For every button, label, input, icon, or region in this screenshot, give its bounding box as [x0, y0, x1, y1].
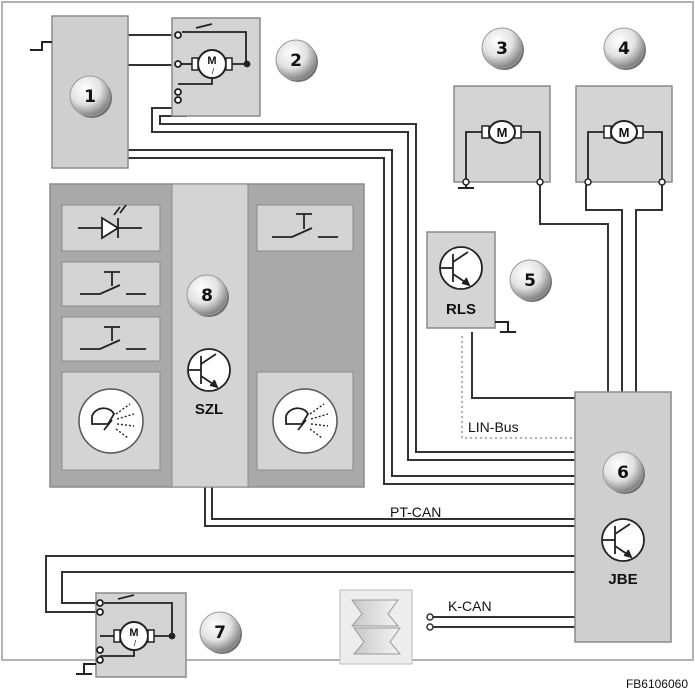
wire-1-jbe-b: [128, 157, 575, 485]
svg-text:/: /: [134, 639, 137, 648]
badge-7: 7: [199, 611, 242, 654]
motor-3-symbol: M: [497, 125, 508, 140]
motor-4-pin-b: [658, 178, 666, 186]
wire-1-jbe-a: [128, 149, 575, 477]
cell-switch-1: [61, 261, 161, 307]
badge-number: 3: [496, 39, 508, 59]
transistor-icon: [439, 246, 483, 290]
motor-7-switch: [96, 594, 176, 664]
junction-box-electronics-6: JBE: [574, 391, 672, 643]
motor-4-wiring: [587, 131, 663, 182]
badge-number: 7: [214, 623, 226, 643]
motor-4-pin-a: [584, 178, 592, 186]
szl-label: SZL: [195, 401, 223, 418]
badge-3: 3: [481, 27, 524, 70]
wire-ptcan-b: [211, 487, 575, 520]
badge-1: 1: [69, 75, 112, 118]
motor-icon: M /: [191, 49, 233, 79]
badge-number: 8: [201, 286, 213, 306]
led-icon: [78, 204, 142, 240]
badge-4: 4: [603, 27, 646, 70]
rain-light-sensor-5: RLS: [426, 231, 516, 333]
motor-3-box: [453, 85, 551, 183]
kcan-pin-b: [426, 623, 434, 631]
badge-2: 2: [275, 39, 318, 82]
push-switch-icon: [80, 271, 146, 295]
push-switch-icon: [272, 213, 338, 238]
badge-number: 1: [84, 87, 96, 107]
badge-6: 6: [602, 451, 645, 494]
ground-icon: [76, 663, 96, 675]
wire-ptcan-a: [204, 487, 575, 527]
ground-icon: [495, 321, 516, 333]
motor-2-symbol: M: [207, 55, 216, 67]
motor-3-pin-a: [462, 178, 470, 186]
lin-bus-label: LIN-Bus: [468, 419, 519, 435]
wiring-harness: [45, 34, 663, 628]
wire-7-jbe-b: [61, 571, 575, 604]
transistor-icon: [601, 518, 645, 562]
jbe-box: [574, 391, 672, 643]
kcan-pin-a: [426, 613, 434, 621]
badge-number: 2: [290, 51, 302, 71]
washer-nozzle-icon: [78, 388, 144, 454]
washer-nozzle-icon: [272, 388, 338, 454]
jbe-label: JBE: [608, 571, 637, 588]
wiper-motor-2: M /: [171, 17, 261, 117]
badge-5: 5: [509, 259, 552, 302]
wire-3-jbe: [539, 185, 609, 392]
rear-wiper-motor-7: M /: [76, 592, 187, 678]
badge-number: 5: [524, 271, 536, 291]
motor-icon: M: [481, 120, 522, 144]
motor-4-symbol: M: [619, 125, 630, 140]
wire-4-jbe-b: [635, 185, 663, 392]
badge-number: 4: [618, 39, 630, 59]
badge-number: 6: [617, 463, 629, 483]
motor-2-switch: [174, 23, 251, 104]
k-can-label: K-CAN: [448, 598, 492, 614]
steering-column-switch-cluster-8: SZL: [49, 183, 365, 488]
motor-3-wiring: [465, 131, 541, 182]
svg-text:/: /: [212, 67, 215, 76]
ground-icon: [30, 41, 52, 51]
rls-label: RLS: [446, 301, 476, 318]
module-1: [30, 15, 129, 169]
wire-7-jbe-a: [45, 555, 575, 613]
motor-3-pin-b: [536, 178, 544, 186]
pump-motor-4: M: [575, 85, 673, 186]
motor-icon: M: [603, 120, 644, 144]
lin-bus-line: [461, 336, 578, 439]
motor-icon: M /: [113, 621, 155, 651]
pt-can-label: PT-CAN: [390, 504, 441, 520]
cell-switch-2: [61, 316, 161, 362]
wire-4-jbe-a: [585, 185, 623, 392]
push-switch-icon: [80, 326, 146, 350]
szl-center-strip: [171, 183, 249, 488]
component-number-badges: 1 2 3 4 5 6 7 8: [69, 27, 646, 654]
figure-code: FB6106060: [626, 677, 688, 691]
module-1-box: [51, 15, 129, 169]
motor-7-symbol: M: [129, 627, 138, 639]
wire-rls-jbe: [471, 332, 575, 399]
cell-switch-right: [256, 204, 354, 252]
bus-connector-icon: [339, 589, 413, 665]
pump-motor-3: M: [453, 85, 551, 189]
transistor-icon: [187, 348, 231, 392]
badge-8: 8: [186, 274, 229, 317]
